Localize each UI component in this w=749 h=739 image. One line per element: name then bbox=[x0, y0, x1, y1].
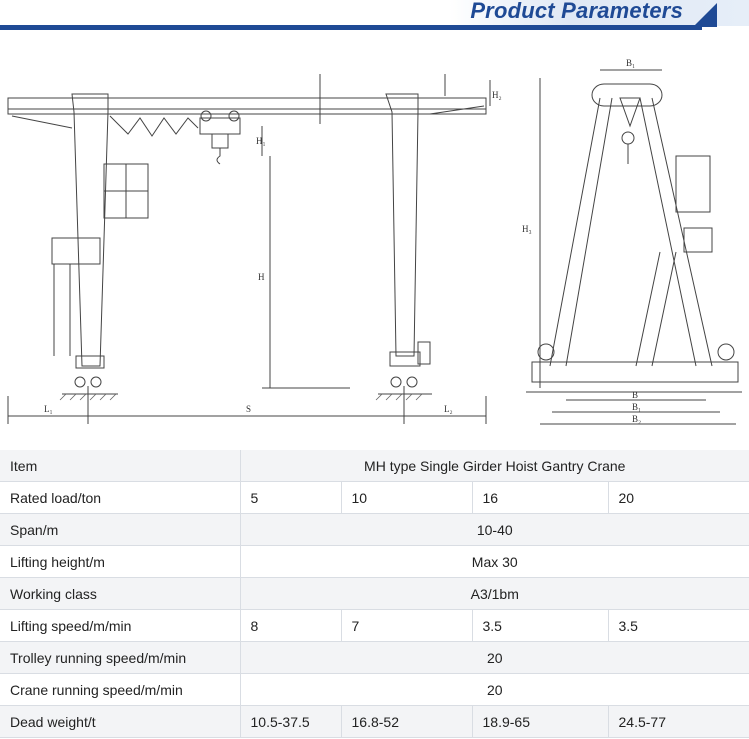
cell-value: 20 bbox=[608, 481, 749, 514]
gantry-crane-drawing: H₂ H₁ H L₁ S L₂ B₁ H₃ B B₁ B₂ bbox=[0, 56, 749, 436]
label-b1-top: B₁ bbox=[626, 58, 635, 68]
table-row: Item MH type Single Girder Hoist Gantry … bbox=[0, 450, 749, 482]
side-platform bbox=[683, 227, 713, 253]
table-row: Crane running speed/m/min 20 bbox=[0, 673, 749, 706]
side-base-beam bbox=[531, 361, 739, 383]
ladder bbox=[53, 264, 71, 356]
cell-value: 7 bbox=[341, 609, 473, 642]
hoist-wheel-left bbox=[200, 110, 212, 122]
row-label: Span/m bbox=[0, 513, 241, 546]
right-wheel bbox=[390, 376, 402, 388]
side-leg-left bbox=[549, 97, 613, 367]
table-row: Lifting height/m Max 30 bbox=[0, 545, 749, 578]
hoist-trolley bbox=[199, 117, 241, 135]
row-label: Rated load/ton bbox=[0, 481, 241, 514]
table-row: Span/m 10-40 bbox=[0, 513, 749, 546]
row-value: 20 bbox=[240, 673, 749, 706]
row-value: A3/1bm bbox=[240, 577, 749, 610]
page-header: Product Parameters bbox=[0, 0, 749, 32]
row-value: MH type Single Girder Hoist Gantry Crane bbox=[240, 450, 749, 482]
left-wheel bbox=[74, 376, 86, 388]
cell-value: 5 bbox=[240, 481, 342, 514]
label-h-side: H₃ bbox=[522, 224, 532, 234]
label-h2: H₂ bbox=[492, 90, 502, 100]
row-label: Working class bbox=[0, 577, 241, 610]
side-cabin bbox=[675, 155, 711, 213]
table-row: Working class A3/1bm bbox=[0, 577, 749, 610]
crane-drawing-svg: H₂ H₁ H L₁ S L₂ B₁ H₃ B B₁ B₂ bbox=[7, 58, 742, 425]
label-l2: L₂ bbox=[444, 404, 453, 414]
label-h: H bbox=[258, 272, 265, 282]
label-b: B bbox=[632, 390, 638, 400]
cell-value: 10 bbox=[341, 481, 473, 514]
row-value: Max 30 bbox=[240, 545, 749, 578]
header-rule bbox=[0, 25, 702, 30]
side-ladder bbox=[635, 251, 677, 367]
right-motor bbox=[417, 341, 431, 365]
row-label: Crane running speed/m/min bbox=[0, 673, 241, 706]
left-platform bbox=[51, 237, 101, 265]
cell-value: 18.9-65 bbox=[472, 705, 609, 738]
table-row: Trolley running speed/m/min 20 bbox=[0, 641, 749, 674]
side-girder bbox=[591, 83, 663, 107]
cell-value: 8 bbox=[240, 609, 342, 642]
cell-value: 16.8-52 bbox=[341, 705, 473, 738]
table-row: Dead weight/t 10.5-37.5 16.8-52 18.9-65 … bbox=[0, 705, 749, 738]
row-label: Item bbox=[0, 450, 241, 482]
cell-value: 3.5 bbox=[472, 609, 609, 642]
left-leg bbox=[71, 93, 109, 367]
cell-value: 10.5-37.5 bbox=[240, 705, 342, 738]
table-row: Lifting speed/m/min 8 7 3.5 3.5 bbox=[0, 609, 749, 642]
hoist-block bbox=[211, 133, 229, 149]
girder-left-bracket bbox=[11, 115, 73, 129]
parameter-table: Item MH type Single Girder Hoist Gantry … bbox=[0, 450, 749, 738]
side-hoist bbox=[619, 97, 641, 128]
label-b2: B₂ bbox=[632, 414, 641, 424]
side-reel-right bbox=[717, 343, 735, 361]
left-end-carriage bbox=[75, 355, 105, 369]
row-label: Trolley running speed/m/min bbox=[0, 641, 241, 674]
label-b1: B₁ bbox=[632, 402, 641, 412]
side-leg-right bbox=[639, 97, 713, 367]
page-title: Product Parameters bbox=[470, 0, 683, 23]
girder-right-bracket bbox=[429, 105, 485, 115]
label-s: S bbox=[246, 404, 251, 414]
hoist-wheel-right bbox=[228, 110, 240, 122]
row-value: 20 bbox=[240, 641, 749, 674]
cell-value: 24.5-77 bbox=[608, 705, 749, 738]
label-h1: H₁ bbox=[256, 136, 266, 146]
row-label: Dead weight/t bbox=[0, 705, 241, 738]
right-end-carriage bbox=[389, 351, 421, 367]
hoist-hook bbox=[216, 148, 221, 165]
cable-festoon bbox=[109, 115, 199, 137]
cell-value: 3.5 bbox=[608, 609, 749, 642]
row-value: 10-40 bbox=[240, 513, 749, 546]
side-hook bbox=[621, 131, 635, 145]
main-girder bbox=[7, 97, 487, 115]
right-leg bbox=[385, 93, 419, 357]
header-corner-accent bbox=[693, 3, 717, 27]
label-l1: L₁ bbox=[44, 404, 53, 414]
side-reel-left bbox=[537, 343, 555, 361]
left-wheel-2 bbox=[90, 376, 102, 388]
row-label: Lifting speed/m/min bbox=[0, 609, 241, 642]
cell-value: 16 bbox=[472, 481, 609, 514]
row-label: Lifting height/m bbox=[0, 545, 241, 578]
right-wheel-2 bbox=[406, 376, 418, 388]
table-row: Rated load/ton 5 10 16 20 bbox=[0, 481, 749, 514]
